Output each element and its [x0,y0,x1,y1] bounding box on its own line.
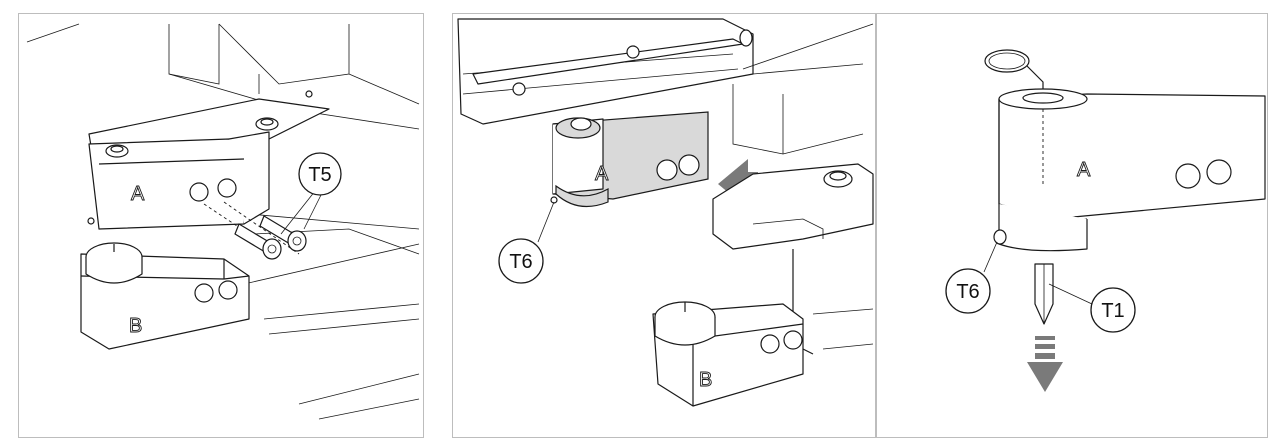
pin-icon [1034,263,1054,325]
panel-1-step-illustration: A T5 B [18,13,424,438]
callout-t6: T6 [509,251,532,273]
highlighted-block-a: A [550,111,709,208]
part-label-a: A [131,183,145,205]
panel-1-drawing: A T5 B [26,23,420,420]
part-label-b: B [699,369,712,391]
screw-icon [234,215,307,260]
panel-3-step-illustration: A T6 T1 [876,13,1268,438]
panel-2-drawing: A T6 B [457,18,874,407]
callout-t1: T1 [1101,300,1124,322]
part-label-a: A [1077,159,1091,181]
block-a [998,93,1266,220]
callout-t6: T6 [956,281,979,303]
pull-down-arrow-icon [1027,336,1063,392]
callout-t5: T5 [308,164,331,186]
part-label-a: A [595,163,609,185]
part-label-b: B [129,315,142,337]
panel-2-step-illustration: A T6 B [452,13,876,438]
panel-3-drawing: A T6 T1 [945,49,1266,392]
